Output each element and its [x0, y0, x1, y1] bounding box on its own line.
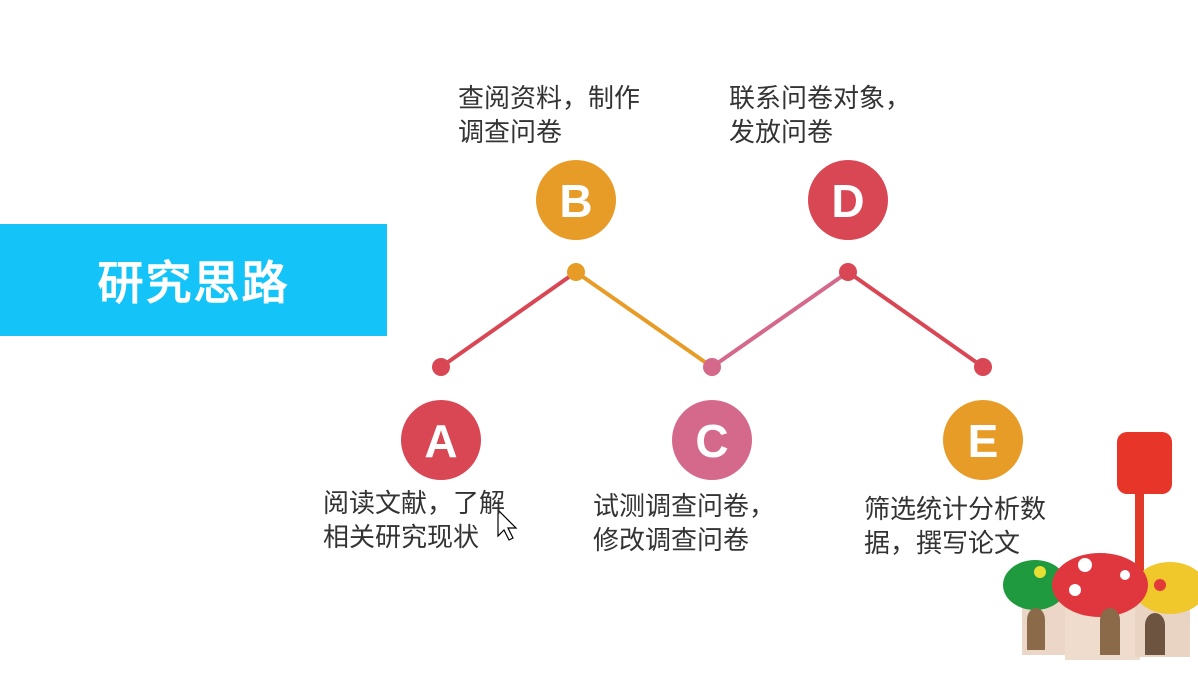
connector-a-b	[439, 270, 578, 369]
step-d-line2: 发放问卷	[729, 118, 834, 148]
dot-b	[567, 263, 585, 281]
svg-text:A: A	[424, 415, 457, 467]
connector-b-c	[574, 270, 714, 369]
svg-text:C: C	[695, 415, 728, 467]
dot-d	[839, 263, 857, 281]
step-d-description: 联系问卷对象， 发放问卷	[729, 82, 911, 150]
step-a-line2: 相关研究现状	[323, 523, 480, 553]
svg-text:E: E	[968, 415, 999, 467]
connector-d-e	[846, 270, 985, 369]
step-a-description: 阅读文献，了解 相关研究现状	[323, 487, 505, 555]
dot-e	[974, 358, 992, 376]
connector-c-d	[710, 270, 850, 369]
step-e-line2: 据，撰写论文	[864, 529, 1021, 559]
mushroom-houses-illustration	[1003, 432, 1198, 660]
step-b-badge: B	[536, 160, 616, 240]
slide-title: 研究思路	[97, 256, 290, 310]
title-banner: 研究思路	[0, 224, 387, 336]
dot-a	[432, 358, 450, 376]
step-e-line1: 筛选统计分析数	[864, 495, 1047, 525]
dot-c	[703, 358, 721, 376]
step-e-badge: E	[943, 400, 1023, 480]
step-e-description: 筛选统计分析数 据，撰写论文	[864, 493, 1046, 561]
step-c-description: 试测调查问卷， 修改调查问卷	[593, 490, 775, 558]
svg-text:B: B	[559, 175, 592, 227]
step-c-line2: 修改调查问卷	[593, 526, 750, 556]
step-b-line2: 调查问卷	[458, 118, 563, 148]
svg-text:D: D	[831, 175, 864, 227]
step-d-line1: 联系问卷对象，	[729, 84, 912, 114]
step-b-description: 查阅资料，制作 调查问卷	[458, 82, 640, 150]
step-d-badge: D	[808, 160, 888, 240]
step-b-line1: 查阅资料，制作	[458, 84, 641, 114]
mouse-cursor-icon	[497, 508, 518, 541]
step-a-line1: 阅读文献，了解	[323, 489, 506, 519]
step-a-badge: A	[401, 400, 481, 480]
step-c-badge: C	[672, 400, 752, 480]
step-c-line1: 试测调查问卷，	[593, 492, 776, 522]
